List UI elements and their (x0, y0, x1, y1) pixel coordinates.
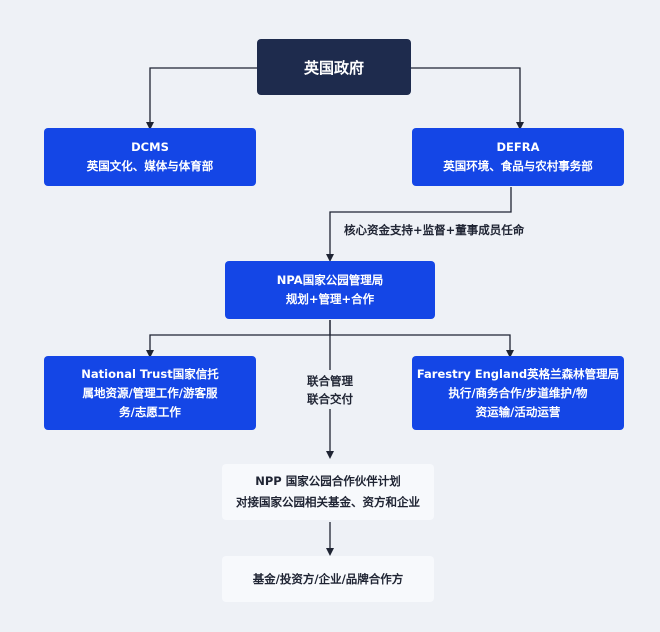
npp-desc: 对接国家公园相关基金、资方和企业 (236, 495, 420, 509)
defra-name: DEFRA (496, 140, 540, 154)
npa-npp-edge-label: 联合管理 联合交付 (290, 372, 370, 408)
edge-npa-forestry (330, 334, 514, 358)
forestry-england-desc-line1: 执行/商务合作/步道维护/物 (448, 385, 588, 400)
edge-root-dcms (146, 67, 257, 130)
uk-government-node: 英国政府 (257, 39, 411, 95)
dcms-name: DCMS (131, 140, 169, 154)
forestry-england-name: Farestry England英格兰森林管理局 (416, 366, 620, 381)
defra-npa-edge-label: 核心资金支持+监督+董事成员任命 (344, 221, 544, 239)
national-trust-name: National Trust国家信托 (81, 366, 219, 381)
defra-desc: 英国环境、食品与农村事务部 (443, 159, 593, 173)
edge-defra-npa (326, 187, 512, 262)
npa-node: NPA国家公园管理局 规划+管理+合作 (225, 261, 435, 319)
national-trust-desc-line1: 属地资源/管理工作/游客服 (82, 385, 218, 400)
partners-label: 基金/投资方/企业/品牌合作方 (252, 571, 404, 586)
dcms-node: DCMS 英国文化、媒体与体育部 (44, 128, 256, 186)
forestry-england-node: Farestry England英格兰森林管理局 执行/商务合作/步道维护/物 … (412, 356, 624, 430)
defra-npa-edge-label-text: 核心资金支持+监督+董事成员任命 (344, 223, 525, 237)
npa-npp-edge-label-line1: 联合管理 (307, 374, 353, 388)
forestry-england-desc-line2: 资运输/活动运营 (475, 404, 561, 419)
national-trust-desc-line2: 务/志愿工作 (119, 404, 181, 419)
npp-name: NPP 国家公园合作伙伴计划 (255, 474, 401, 488)
national-trust-node: National Trust国家信托 属地资源/管理工作/游客服 务/志愿工作 (44, 356, 256, 430)
npa-npp-edge-label-line2: 联合交付 (307, 392, 353, 406)
npa-desc: 规划+管理+合作 (285, 292, 375, 306)
edge-npa-national-trust (146, 320, 331, 358)
npa-name: NPA国家公园管理局 (276, 273, 384, 287)
partners-node: 基金/投资方/企业/品牌合作方 (222, 556, 434, 602)
uk-government-title: 英国政府 (303, 58, 364, 77)
edge-root-defra (411, 67, 524, 130)
dcms-desc: 英国文化、媒体与体育部 (86, 159, 214, 173)
defra-node: DEFRA 英国环境、食品与农村事务部 (412, 128, 624, 186)
npp-node: NPP 国家公园合作伙伴计划 对接国家公园相关基金、资方和企业 (222, 464, 434, 520)
